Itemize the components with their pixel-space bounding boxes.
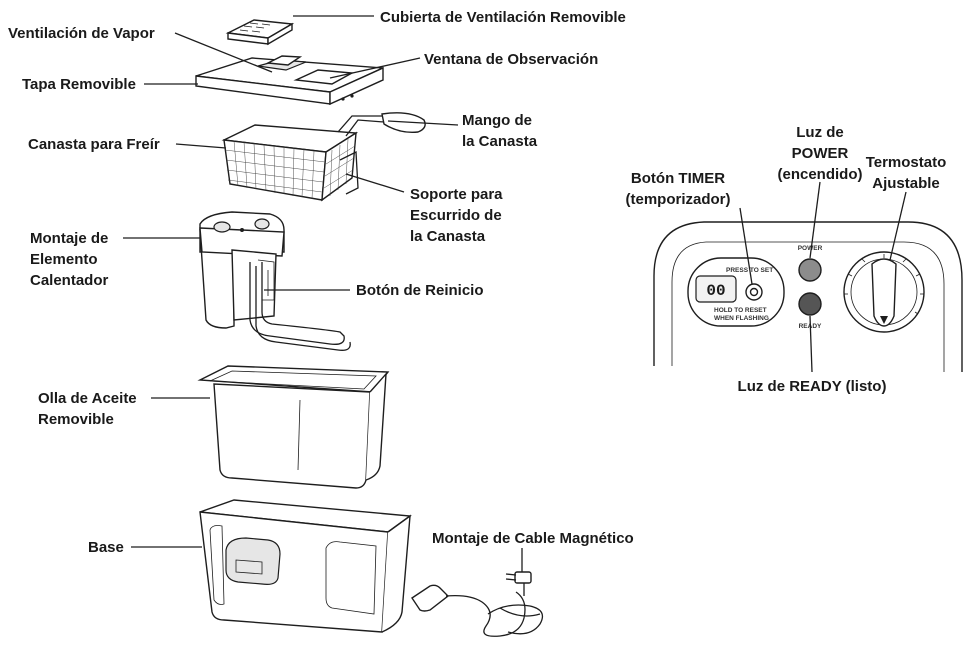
label-thermostat-line-1: Termostato xyxy=(866,154,947,171)
labels: Cubierta de Ventilación Removible Ventil… xyxy=(8,9,946,556)
label-fry-basket: Canasta para Freír xyxy=(28,136,160,153)
label-removable-lid: Tapa Removible xyxy=(22,76,136,93)
timer-bottom-text-1: HOLD TO RESET xyxy=(714,307,767,314)
label-power-light-line-2: POWER xyxy=(792,145,849,162)
label-drain-hook-line-1: Soporte para xyxy=(410,186,503,203)
base xyxy=(199,499,412,633)
removable-lid xyxy=(195,55,384,106)
label-timer-button-line-1: Botón TIMER xyxy=(631,170,725,187)
power-light xyxy=(798,258,822,282)
timer-button-center-icon xyxy=(749,287,759,297)
fry-basket xyxy=(221,112,426,202)
label-base: Base xyxy=(88,539,124,556)
label-oil-pot-line-1: Olla de Aceite xyxy=(38,390,137,407)
timer-display xyxy=(695,275,737,303)
timer-display-digits: 00 xyxy=(706,282,725,300)
label-heating-line-2: Elemento xyxy=(30,251,98,268)
label-power-light-line-1: Luz de xyxy=(796,124,844,141)
timer-bottom-text-2: WHEN FLASHING xyxy=(714,315,769,322)
leader-lines xyxy=(123,15,907,572)
label-cord: Montaje de Cable Magnético xyxy=(432,530,634,547)
label-thermostat-line-2: Ajustable xyxy=(872,175,940,192)
label-power-light-line-3: (encendido) xyxy=(778,166,863,183)
label-viewing-window: Ventana de Observación xyxy=(424,51,598,68)
magnetic-cord-assembly xyxy=(411,571,544,637)
label-basket-handle-line-1: Mango de xyxy=(462,112,532,129)
oil-pot xyxy=(197,365,390,489)
label-ready-light: Luz de READY (listo) xyxy=(738,378,887,395)
label-reset-button: Botón de Reinicio xyxy=(356,282,484,299)
label-heating-line-3: Calentador xyxy=(30,272,109,289)
label-timer-button-line-2: (temporizador) xyxy=(626,191,731,208)
label-vent-cover: Cubierta de Ventilación Removible xyxy=(380,9,626,26)
dial-pointer-icon xyxy=(880,316,888,324)
label-steam-vent: Ventilación de Vapor xyxy=(8,25,155,42)
heating-element-assembly xyxy=(199,211,351,351)
label-oil-pot-line-2: Removible xyxy=(38,411,114,428)
thermostat-dial[interactable] xyxy=(843,251,925,333)
label-drain-hook-line-2: Escurrido de xyxy=(410,207,502,224)
label-drain-hook-line-3: la Canasta xyxy=(410,228,486,245)
vent-cover xyxy=(225,19,295,46)
label-basket-handle-line-2: la Canasta xyxy=(462,133,538,150)
power-text: POWER xyxy=(798,245,823,252)
control-panel: 00 PRESS TO SET HOLD TO RESET WHEN FLASH… xyxy=(653,221,963,372)
label-heating-line-1: Montaje de xyxy=(30,230,108,247)
ready-light xyxy=(798,292,822,316)
